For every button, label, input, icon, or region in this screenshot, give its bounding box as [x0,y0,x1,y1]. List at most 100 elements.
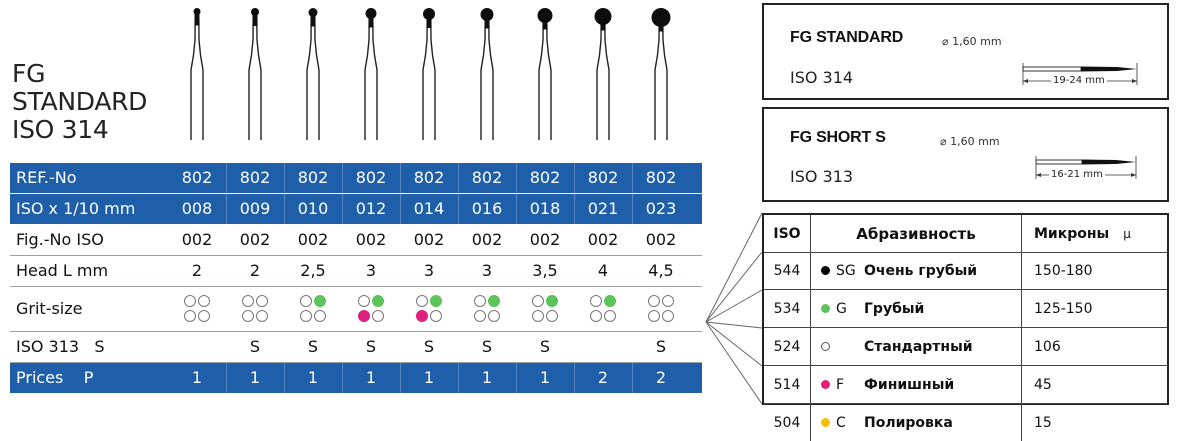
table-cell: S [249,337,261,356]
grit-dot [300,295,312,307]
grit-dot [242,310,254,322]
table-cell: 010 [297,199,329,218]
table-cell: 016 [471,199,503,218]
grit-dot [546,295,558,307]
grit-dot [416,295,428,307]
table-cell: 802 [181,168,213,187]
bur-8 [594,8,612,140]
row-label: Prices P [16,368,94,387]
table-cell: S [365,337,377,356]
table-row: Grit-size [10,287,702,332]
grit-dot [430,295,442,307]
grit-dot [372,295,384,307]
table-cell: 018 [529,199,561,218]
header-abrasiveness: Абразивность [811,215,1022,252]
spec-iso: ISO 314 [790,68,854,87]
bur-4 [364,8,378,140]
table-cell: 802 [587,168,619,187]
grit-dot [590,310,602,322]
abrasiveness-microns: 15 [1034,414,1052,431]
abrasiveness-microns: 45 [1034,376,1052,393]
table-cell: 2 [249,261,261,280]
spec-title: FG SHORT S [790,129,886,146]
spec-diameter: ⌀ 1,60 mm [940,135,1000,148]
bur-1 [190,8,204,140]
grit-name: Грубый [864,300,925,317]
leader-lines [705,212,763,405]
table-cell: S [307,337,319,356]
grit-dot [604,295,616,307]
abrasiveness-iso: 544 [764,252,811,289]
grit-dot [184,295,196,307]
spec-iso: ISO 313 [790,167,854,186]
abrasiveness-iso: 534 [764,290,811,327]
grit-name: Очень грубый [864,262,978,279]
table-cell: 802 [471,168,503,187]
bur-3 [306,8,320,140]
table-cell: S [481,337,493,356]
spec-length: 19-24 mm [1051,75,1107,86]
abrasiveness-grade: Стандартный [811,328,1022,365]
bur-6 [480,8,494,140]
row-label: Grit-size [16,299,83,318]
grit-color-dot [821,266,830,275]
abrasiveness-microns: 106 [1034,338,1061,355]
table-cell: 802 [239,168,271,187]
grit-dot [256,295,268,307]
grit-dot [430,310,442,322]
table-cell: 002 [413,230,445,249]
grit-color-dot [821,304,830,313]
grit-dot [184,310,196,322]
grit-indicator [400,292,458,326]
grit-code: F [836,376,845,393]
table-cell: 802 [355,168,387,187]
table-cell: 002 [355,230,387,249]
grit-dot [474,295,486,307]
abrasiveness-microns: 150-180 [1034,262,1093,279]
abrasiveness-microns: 125-150 [1034,300,1093,317]
abrasiveness-grade: G Грубый [811,290,1022,327]
row-label: ISO x 1/10 mm [16,199,136,218]
grit-code: G [836,300,847,317]
row-label: ISO 313 S [16,337,105,356]
grit-dot [488,295,500,307]
table-cell: 002 [529,230,561,249]
grit-indicator [284,292,342,326]
grit-dot [314,310,326,322]
grit-indicator [458,292,516,326]
grit-indicator [342,292,400,326]
grit-dot [604,310,616,322]
table-cell: 802 [297,168,329,187]
abrasiveness-row: 534 G Грубый 125-150 [764,290,1167,328]
bur-7 [537,8,553,140]
grit-dot [648,295,660,307]
table-cell: 023 [645,199,677,218]
table-cell: 3 [481,261,493,280]
grit-dot [590,295,602,307]
table-cell: S [539,337,551,356]
bur-5 [422,8,436,140]
table-cell: 008 [181,199,213,218]
bur-illustrations [190,8,671,140]
title-line-2: STANDARD [12,87,148,116]
table-cell: 002 [471,230,503,249]
table-cell: 2 [191,261,203,280]
table-cell: 802 [413,168,445,187]
row-label: REF.-No [16,168,77,187]
bur-9 [651,8,671,140]
table-cell: 009 [239,199,271,218]
table-cell: 1 [539,368,551,387]
grit-dot [532,295,544,307]
table-cell: 2 [597,368,609,387]
grit-dot [662,295,674,307]
table-cell: 002 [239,230,271,249]
grit-name: Полировка [864,414,953,431]
grit-dot [300,310,312,322]
grit-indicator [516,292,574,326]
table-cell: 802 [529,168,561,187]
